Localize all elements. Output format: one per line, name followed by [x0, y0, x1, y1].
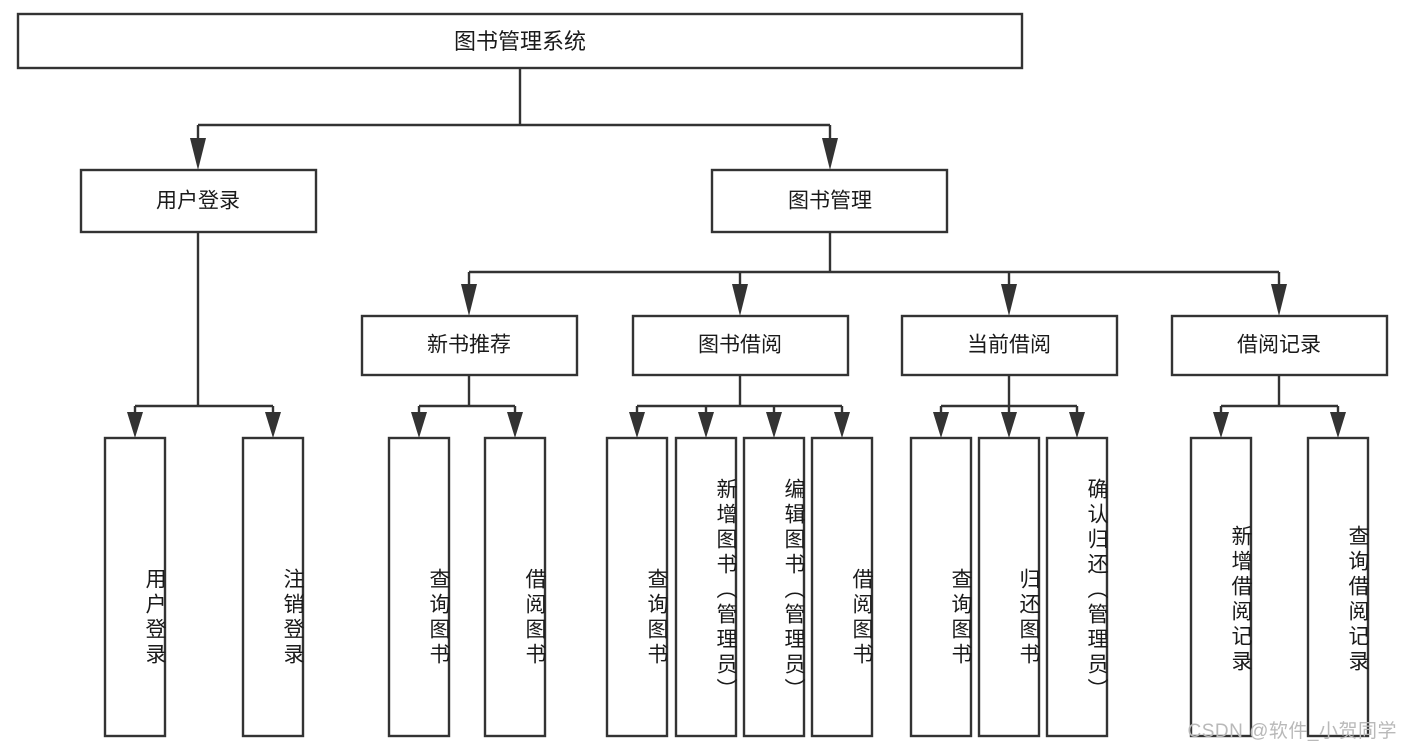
arrow-head-ul-leaf-2 [265, 412, 281, 438]
leaf-box-borrow-record-1[interactable] [1189, 436, 1253, 738]
arrow-head-bb-leaf-4 [834, 412, 850, 438]
leaf-box-book-borrow-2[interactable] [674, 436, 738, 738]
node-new-book-recommend-label: 新书推荐 [427, 334, 511, 357]
arrow-head-bb-leaf-2 [698, 412, 714, 438]
arrow-head-nb-leaf-2 [507, 412, 523, 438]
node-current-borrow-box[interactable] [900, 314, 1119, 377]
watermark-text: CSDN @软件_小贺同学 [1187, 721, 1397, 742]
node-current-borrow[interactable]: 当前借阅 [900, 314, 1119, 377]
node-borrow-record[interactable]: 借阅记录 [1170, 314, 1389, 377]
arrow-head-cb-leaf-2 [1001, 412, 1017, 438]
node-current-borrow-label: 当前借阅 [967, 334, 1051, 357]
node-root[interactable]: 图书管理系统 [16, 12, 1024, 70]
arrow-head-cb-leaf-1 [933, 412, 949, 438]
node-book-borrow-box[interactable] [631, 314, 850, 377]
connector-group-book-borrow [629, 375, 850, 438]
leaf-box-current-borrow-2[interactable] [977, 436, 1041, 738]
arrow-head-bb-leaf-3 [766, 412, 782, 438]
node-book-borrow-label: 图书借阅 [698, 334, 782, 357]
node-borrow-record-box[interactable] [1170, 314, 1389, 377]
node-user-login[interactable]: 用户登录 [79, 168, 318, 234]
leaf-box-book-borrow-4[interactable] [810, 436, 874, 738]
leaf-box-current-borrow-3[interactable] [1045, 436, 1109, 738]
leaf-box-book-borrow-3[interactable] [742, 436, 806, 738]
leaf-box-current-borrow-1[interactable] [909, 436, 973, 738]
connector-group-borrow-record [1213, 375, 1346, 438]
node-root-label: 图书管理系统 [454, 29, 586, 54]
arrow-head-nb-leaf-1 [411, 412, 427, 438]
arrow-head-borrow-record [1271, 284, 1287, 316]
node-new-book-recommend[interactable]: 新书推荐 [360, 314, 579, 377]
leaf-box-book-borrow-1[interactable] [605, 436, 669, 738]
connector-group-root [190, 68, 838, 170]
connector-group-book-manage [461, 232, 1287, 316]
node-book-manage[interactable]: 图书管理 [710, 168, 949, 234]
arrow-head-cb-leaf-3 [1069, 412, 1085, 438]
arrow-head-ul-leaf-1 [127, 412, 143, 438]
node-borrow-record-label: 借阅记录 [1237, 334, 1321, 357]
node-book-manage-label: 图书管理 [788, 190, 872, 213]
connector-group-current-borrow [933, 375, 1085, 438]
arrow-head-br-leaf-2 [1330, 412, 1346, 438]
node-book-manage-box[interactable] [710, 168, 949, 234]
node-book-borrow[interactable]: 图书借阅 [631, 314, 850, 377]
arrow-head-book-borrow [732, 284, 748, 316]
leaf-box-borrow-record-2[interactable] [1306, 436, 1370, 738]
arrow-head-book-manage [822, 138, 838, 170]
leaf-box-new-book-1[interactable] [387, 436, 451, 738]
leaf-box-new-book-2[interactable] [483, 436, 547, 738]
node-user-login-label: 用户登录 [156, 190, 240, 213]
arrow-head-br-leaf-1 [1213, 412, 1229, 438]
leaf-box-user-login-1[interactable] [103, 436, 167, 738]
arrow-head-new-book [461, 284, 477, 316]
connector-group-user-login [127, 232, 281, 438]
arrow-head-current-borrow [1001, 284, 1017, 316]
node-user-login-box[interactable] [79, 168, 318, 234]
arrow-head-bb-leaf-1 [629, 412, 645, 438]
connector-group-new-book [411, 375, 523, 438]
node-new-book-recommend-box[interactable] [360, 314, 579, 377]
leaf-box-user-login-2[interactable] [241, 436, 305, 738]
arrow-head-user-login [190, 138, 206, 170]
node-root-box[interactable] [16, 12, 1024, 70]
